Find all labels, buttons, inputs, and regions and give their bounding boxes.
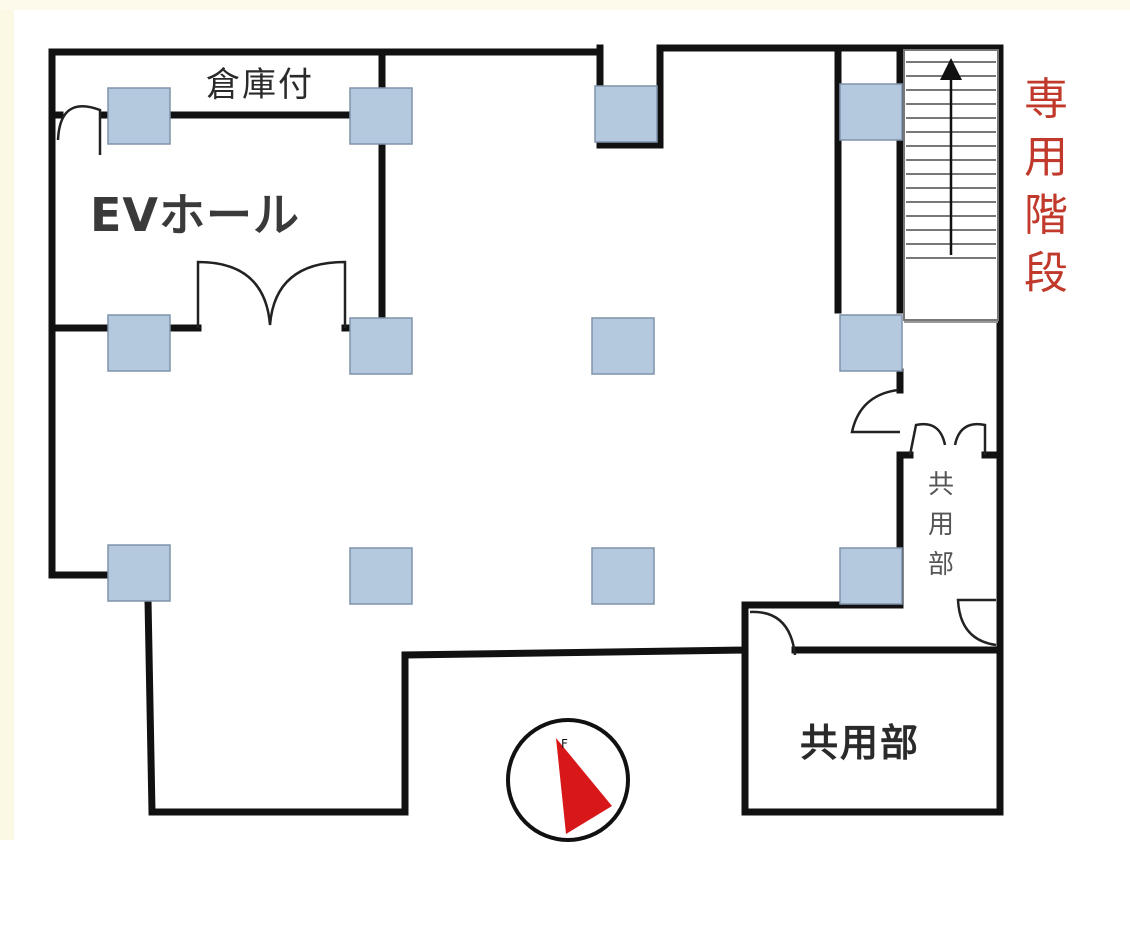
columns (107, 83, 903, 605)
ev-hall-walls (48, 48, 386, 332)
door-storage (56, 105, 102, 155)
column-10 (349, 547, 413, 605)
doors (56, 105, 997, 656)
common-char-2: 用 (928, 510, 955, 540)
stairs-char-2: 用 (1024, 132, 1068, 183)
common-char-3: 部 (928, 550, 955, 580)
background-edge (0, 0, 14, 840)
column-5 (107, 314, 171, 372)
column-12 (839, 547, 903, 605)
column-7 (591, 317, 655, 375)
column-4 (839, 83, 903, 141)
outer-wall-path (48, 44, 1004, 816)
stairs-char-4: 段 (1024, 248, 1068, 299)
column-9 (107, 544, 171, 602)
stairs-char-1: 専 (1024, 74, 1068, 125)
common-area-label: 共用部 (800, 721, 921, 765)
compass-mark: F (561, 737, 568, 751)
column-2 (349, 87, 413, 145)
background-top-edge (0, 0, 1130, 10)
core-walls (741, 368, 1004, 654)
door-ev-double (196, 260, 347, 328)
column-6 (349, 317, 413, 375)
storage-label: 倉庫付 (206, 65, 314, 105)
door-common-small (956, 598, 997, 647)
column-3 (594, 85, 658, 143)
private-stairs-label: 専 用 階 段 (1024, 78, 1068, 296)
common-area-small-label: 共 用 部 (928, 472, 954, 578)
compass-arrow (556, 738, 612, 834)
walls (48, 44, 1004, 816)
stairs-char-3: 階 (1024, 190, 1068, 241)
ev-hall-label: EVホール (90, 188, 301, 242)
door-common-big (749, 610, 797, 656)
door-core-left (850, 388, 900, 434)
stairs-arrow-head (940, 58, 962, 80)
compass: F (506, 718, 630, 842)
column-1 (107, 87, 171, 145)
column-11 (591, 547, 655, 605)
column-8 (839, 314, 903, 372)
common-char-1: 共 (928, 470, 955, 500)
stairs (903, 49, 999, 323)
door-core-double (908, 422, 987, 456)
